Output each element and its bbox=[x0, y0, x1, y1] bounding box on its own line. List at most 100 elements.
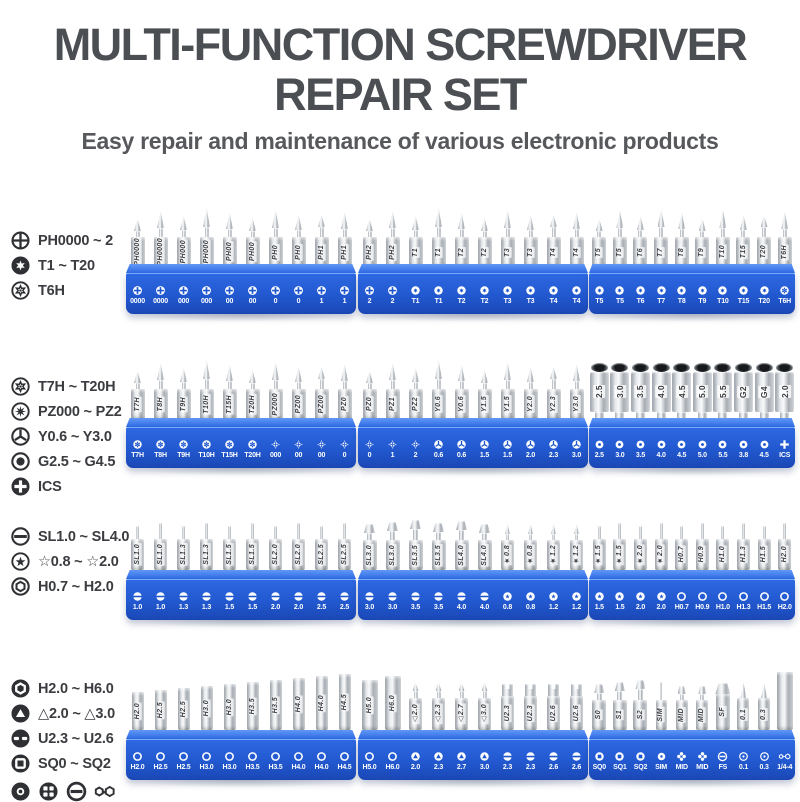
bit-size-label: T7H bbox=[131, 452, 144, 459]
bit-tip bbox=[760, 215, 768, 227]
bit-size-label: T7 bbox=[657, 298, 665, 305]
screwdriver-bit: T4 bbox=[569, 208, 584, 267]
bit-shank-label: Y1.5 bbox=[503, 395, 512, 413]
bit-shape: U2.6 bbox=[547, 696, 560, 730]
screwdriver-bit: △2.7 bbox=[455, 670, 468, 730]
bit-tip bbox=[680, 526, 684, 539]
bit-tip bbox=[180, 368, 187, 382]
tray-front-cell: 3.8 bbox=[737, 437, 750, 459]
bit-shape: T6 bbox=[633, 237, 648, 267]
torx-icon bbox=[478, 284, 491, 297]
tray-front-cell: 3.0 bbox=[363, 589, 376, 611]
screwdriver-bit: SL3.5 bbox=[431, 516, 446, 570]
bit-shape: T1 bbox=[408, 237, 423, 267]
tray-front-cell: T9H bbox=[177, 437, 190, 459]
bit-size-label: 3.0 bbox=[387, 604, 398, 611]
tray-top-face bbox=[358, 418, 588, 427]
bit-neck bbox=[551, 227, 556, 237]
bit-shank-label: T6H bbox=[780, 243, 789, 261]
screwdriver-bit: △2.0 bbox=[409, 670, 422, 730]
screwdriver-bit: PH1 bbox=[314, 208, 329, 267]
bit-shape: PZ00 bbox=[291, 389, 306, 419]
bit-shank-label: SL1.5 bbox=[225, 543, 234, 566]
bit-size-label: T20H bbox=[244, 452, 261, 459]
hex-bit-body: H5.0 bbox=[361, 680, 378, 730]
torx-security-icon bbox=[200, 438, 213, 451]
legend-item-label: ☆0.8 ~ ☆2.0 bbox=[38, 553, 119, 570]
hex-icon bbox=[338, 750, 351, 763]
screwdriver-bit: SL1.5 bbox=[246, 516, 259, 570]
socket-body: G4 bbox=[754, 372, 774, 412]
bit-tip bbox=[527, 367, 534, 382]
bit-shape: ★0.8 bbox=[524, 540, 537, 570]
bit-shank-label: S1 bbox=[616, 709, 624, 721]
title-line2: REPAIR SET bbox=[274, 69, 527, 120]
tray-front-cell: T9 bbox=[696, 283, 709, 305]
bit-size-label: H2.0 bbox=[130, 764, 145, 771]
bit-tip bbox=[595, 219, 603, 231]
screwdriver-bit: PZ2 bbox=[408, 360, 423, 419]
bit-size-label: 3.8 bbox=[738, 452, 749, 459]
bit-shape: Y0.6 bbox=[454, 389, 469, 419]
bit-size-label: 0.8 bbox=[525, 604, 536, 611]
bit-tip bbox=[134, 371, 141, 383]
bit-shape: Y3.0 bbox=[569, 389, 584, 419]
bit-neck bbox=[679, 694, 684, 700]
bit-shape: SL1.5 bbox=[223, 539, 236, 570]
tray-front-cell: H3.0 bbox=[200, 749, 214, 771]
bit-shape: ★0.8 bbox=[501, 540, 514, 570]
tray-front-cell: H0.9 bbox=[695, 589, 709, 611]
triangle-icon bbox=[409, 750, 422, 763]
bit-neck bbox=[413, 230, 418, 237]
screwdriver-bit: MID bbox=[696, 670, 709, 730]
tray-front-cell: 0.6 bbox=[455, 437, 468, 459]
bit-shape: PZ0 bbox=[362, 389, 377, 419]
screwdriver-bit: PH0 bbox=[291, 208, 306, 267]
legend-item-label: T7H ~ T20H bbox=[38, 378, 116, 395]
bit-shape: H1.0 bbox=[716, 539, 730, 570]
tray-front-cell: 0 bbox=[363, 437, 376, 459]
bit-size-label: 0.1 bbox=[738, 764, 749, 771]
bit-shape: SL4.0 bbox=[477, 540, 492, 570]
hex-icon bbox=[10, 576, 31, 597]
hex-bit-body: H3.0 bbox=[200, 686, 213, 730]
screwdriver-bit: Y3.0 bbox=[569, 360, 584, 419]
bit-shank-label: T8H bbox=[156, 395, 165, 413]
bit-tip bbox=[228, 526, 231, 539]
torx-icon bbox=[524, 284, 537, 297]
bit-shape: PH0000 bbox=[153, 237, 168, 267]
bit-size-label: 2.6 bbox=[571, 764, 582, 771]
bit-shank-label: SL4.0 bbox=[480, 543, 489, 567]
bit-neck bbox=[482, 533, 487, 540]
screwdriver-bit: T1 bbox=[431, 208, 446, 267]
bit-shape: U2.3 bbox=[501, 696, 514, 730]
bit-neck bbox=[390, 228, 395, 237]
bit-neck bbox=[135, 231, 140, 237]
screwdriver-bit: PH2 bbox=[362, 208, 377, 267]
screwdriver-bit: T8 bbox=[674, 208, 689, 267]
bit-size-label: 0.8 bbox=[502, 604, 513, 611]
tray-front-cell: H0.7 bbox=[675, 589, 689, 611]
bit-tip bbox=[698, 686, 707, 694]
bit-shank-label: SL1.3 bbox=[202, 543, 211, 566]
hex-socket-icon bbox=[655, 438, 668, 451]
u-type-icon bbox=[10, 728, 31, 749]
tray-front-cell: FS bbox=[716, 749, 729, 771]
bit-shank-label: SL2.5 bbox=[340, 543, 349, 566]
bit-size-label: T5 bbox=[595, 298, 604, 305]
bit-neck bbox=[459, 530, 464, 540]
screwdriver-bit: H1.3 bbox=[736, 516, 750, 570]
bit-tip bbox=[659, 682, 663, 700]
socket-opening bbox=[693, 363, 711, 372]
bit-shape: T20H bbox=[245, 389, 260, 419]
torx-icon bbox=[547, 284, 560, 297]
screwdriver-bit: H0.9 bbox=[695, 516, 709, 570]
tray-front-cell: 2.7 bbox=[455, 749, 468, 771]
screwdriver-bit: PH000 bbox=[176, 208, 191, 267]
bit-shank-label: SF bbox=[719, 706, 727, 718]
tray-front-cell: H3.5 bbox=[246, 749, 260, 771]
